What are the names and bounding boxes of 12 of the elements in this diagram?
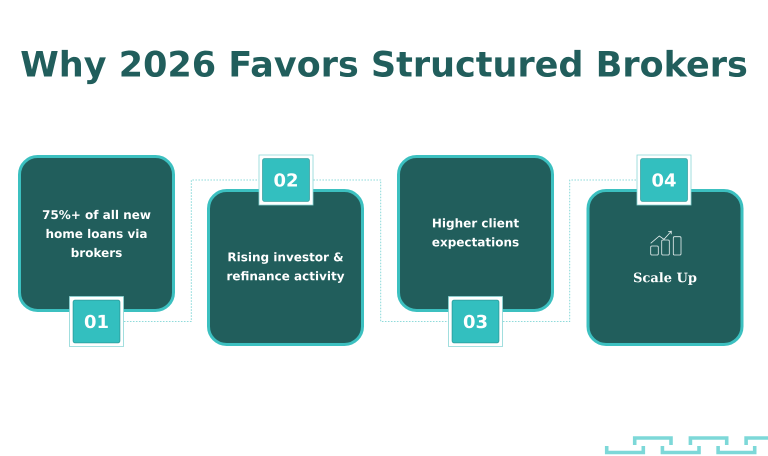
number-badge: 04 [636, 154, 692, 206]
connector-line [313, 180, 448, 322]
card: Rising investor & refinance activity [207, 189, 364, 346]
card: 75%+ of all new home loans via brokers [18, 155, 175, 312]
connector-line [502, 180, 637, 322]
title: Why 2026 Favors Structured Brokers [21, 50, 746, 84]
number-badge: 02 [258, 154, 314, 206]
number-badge: 03 [448, 296, 503, 347]
card: Higher client expectations [397, 155, 554, 312]
connector-line [124, 180, 259, 322]
number-badge: 01 [69, 296, 124, 347]
card: Scale Up [586, 189, 744, 346]
